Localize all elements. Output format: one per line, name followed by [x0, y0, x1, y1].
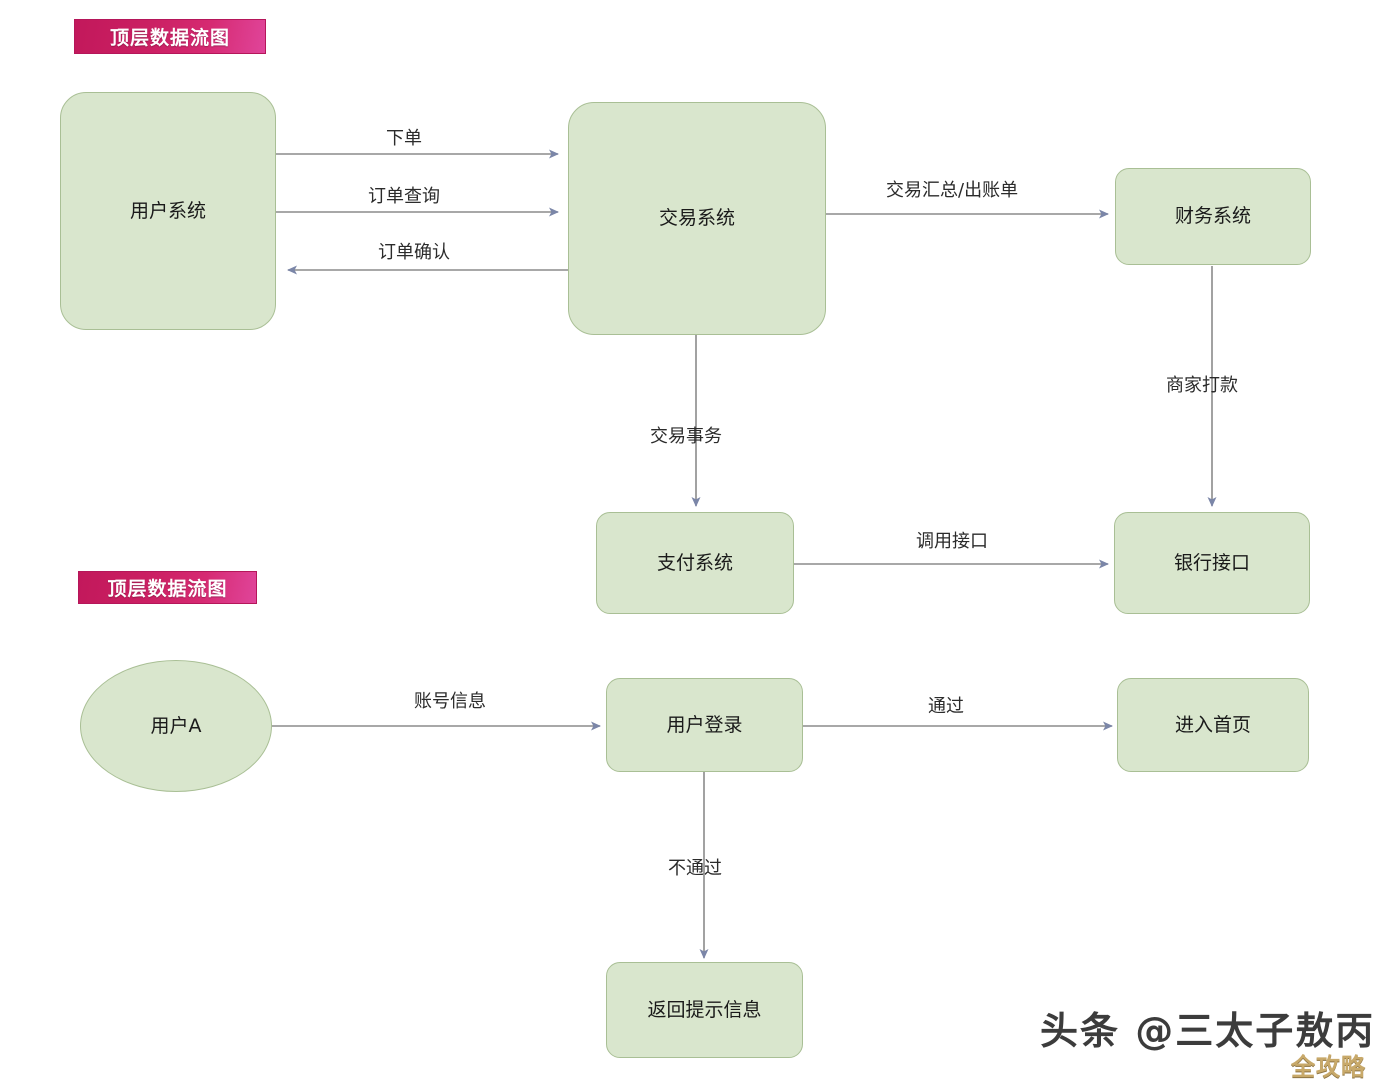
- edge-label-tongguo: 通过: [928, 696, 964, 717]
- node-user-login[interactable]: 用户登录: [606, 678, 803, 772]
- node-bank-interface[interactable]: 银行接口: [1114, 512, 1310, 614]
- node-user-system[interactable]: 用户系统: [60, 92, 276, 330]
- edge-label-shangjiadakuan: 商家打款: [1166, 375, 1238, 396]
- node-finance-system[interactable]: 财务系统: [1115, 168, 1311, 265]
- edge-label-jiaoyihuizong: 交易汇总/出账单: [886, 180, 1019, 201]
- edge-label-diaoyongjiekou: 调用接口: [916, 531, 988, 552]
- node-user-a[interactable]: 用户A: [80, 660, 272, 792]
- section-title-badge-bottom: 顶层数据流图: [78, 571, 257, 604]
- edge-label-zhanghaoxinxi: 账号信息: [414, 691, 486, 712]
- node-enter-home[interactable]: 进入首页: [1117, 678, 1309, 772]
- node-payment-system[interactable]: 支付系统: [596, 512, 794, 614]
- edge-label-jiaoyishiwu: 交易事务: [650, 426, 722, 447]
- watermark-main: 头条 @三太子敖丙: [1040, 1009, 1376, 1053]
- edge-label-dingdanqueren: 订单确认: [378, 242, 450, 263]
- node-trade-system[interactable]: 交易系统: [568, 102, 826, 335]
- edge-label-dingdanchaxun: 订单查询: [368, 186, 440, 207]
- watermark-sub: 全攻略: [1291, 1053, 1366, 1081]
- edge-label-butongguo: 不通过: [668, 858, 722, 879]
- node-return-message[interactable]: 返回提示信息: [606, 962, 803, 1058]
- edge-label-xiadan: 下单: [386, 128, 422, 149]
- section-title-badge-top: 顶层数据流图: [74, 19, 266, 54]
